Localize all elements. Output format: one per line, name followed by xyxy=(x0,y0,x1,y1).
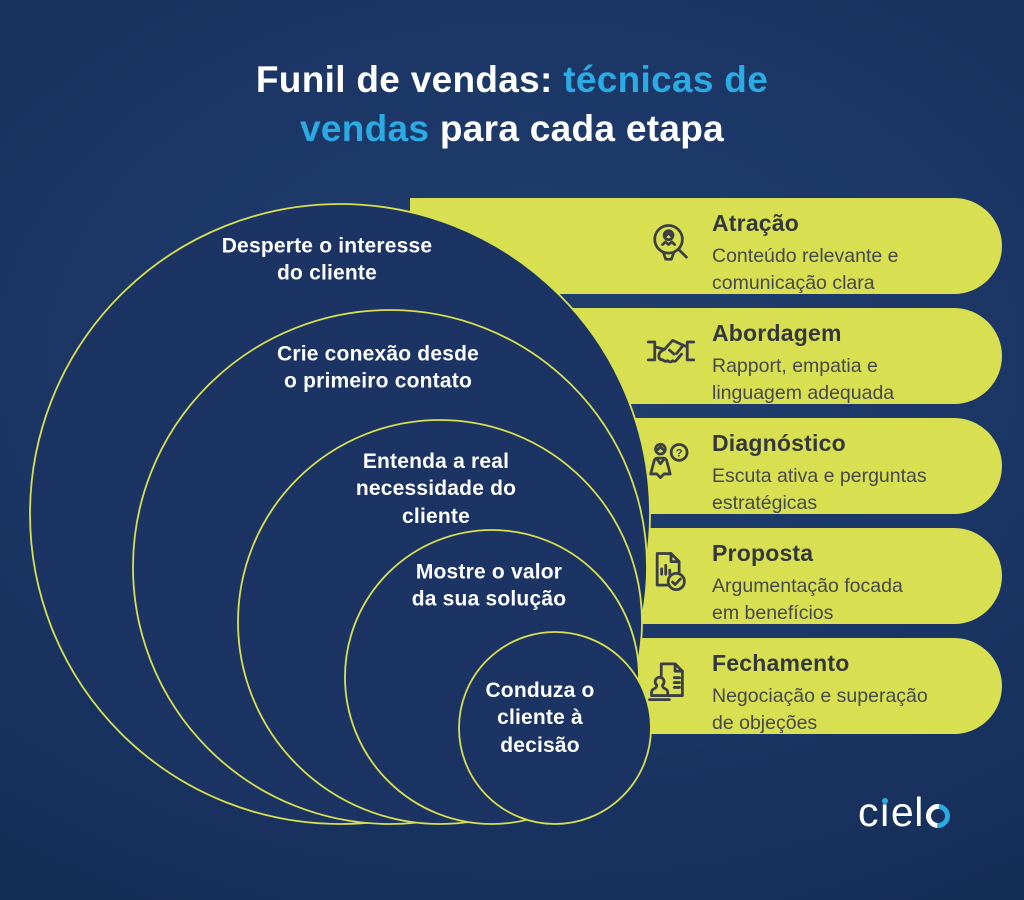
stage-name: Diagnóstico xyxy=(712,430,846,456)
cielo-logo: cıel xyxy=(858,789,955,836)
funnel-label-1: Desperte o interesse do cliente xyxy=(221,234,433,285)
logo-ring-o xyxy=(920,799,955,833)
title-line-2: vendas para cada etapa xyxy=(0,105,1024,154)
title-text-white-2: para cada etapa xyxy=(429,107,725,149)
handshake-icon xyxy=(645,329,697,381)
funnel-label-4: Mostre o valor da sua solução xyxy=(411,560,567,611)
funnel-label-2: Crie conexão desde o primeiro contato xyxy=(276,342,480,393)
stage-description: Argumentação focada em benefícios xyxy=(712,575,903,624)
title-text-blue-2: vendas xyxy=(299,107,430,149)
stage-name: Proposta xyxy=(712,540,814,566)
stage-description: Conteúdo relevante e comunicação clara xyxy=(712,245,899,294)
logo-letters-el: el xyxy=(890,789,924,835)
funnel-label-5: Conduza o cliente à decisão xyxy=(485,679,595,757)
title-text-blue-1: técnicas de xyxy=(563,59,769,100)
stage-description: Escuta ativa e perguntas estratégicas xyxy=(712,465,927,514)
stage-row-fechamento: Fechamento Negociação e superação de obj… xyxy=(645,638,995,734)
person-magnifier-icon xyxy=(645,219,697,271)
logo-letter-c: c xyxy=(858,789,879,835)
logo-letter-i: ı xyxy=(879,789,891,835)
stage-row-proposta: Proposta Argumentação focada em benefíci… xyxy=(645,528,995,624)
stage-description: Negociação e superação de objeções xyxy=(712,685,928,734)
stage-bar-atracao xyxy=(410,198,1002,294)
title-text-white-1: Funil de vendas: xyxy=(255,59,564,100)
question-mark-glyph: ? xyxy=(676,447,683,459)
stage-name: Abordagem xyxy=(712,320,842,346)
stage-row-diagnostico: ? Diagnóstico Escuta ativa e perguntas e… xyxy=(645,418,995,514)
stage-name: Atração xyxy=(712,210,800,236)
stage-name: Fechamento xyxy=(712,650,850,676)
document-check-icon xyxy=(645,549,697,601)
title-line-1: Funil de vendas: técnicas de xyxy=(0,56,1024,105)
stage-description: Rapport, empatia e linguagem adequada xyxy=(712,355,895,404)
document-stamp-icon xyxy=(645,659,697,711)
person-question-icon: ? xyxy=(645,439,697,491)
stage-row-atracao: Atração Conteúdo relevante e comunicação… xyxy=(645,198,995,294)
page-title: Funil de vendas: técnicas de vendas para… xyxy=(0,56,1024,154)
funnel-label-3: Entenda a real necessidade do cliente xyxy=(355,450,517,528)
funnel-circle-5 xyxy=(458,631,652,825)
stage-row-abordagem: Abordagem Rapport, empatia e linguagem a… xyxy=(645,308,995,404)
